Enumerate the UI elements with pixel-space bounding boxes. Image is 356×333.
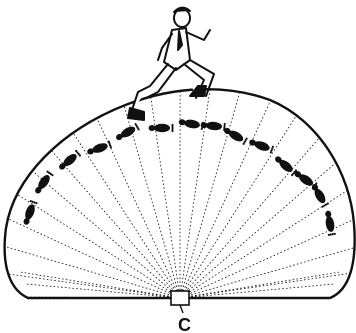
- footprint-icon: [149, 124, 174, 132]
- footprint-icon: [57, 149, 82, 172]
- footprint-icon: [114, 123, 140, 143]
- footprint-icon: [21, 200, 37, 226]
- footprint-icon: [222, 126, 248, 146]
- footprint-icon: [178, 118, 204, 131]
- footprint-icon: [200, 121, 226, 132]
- footprint-icon: [310, 182, 330, 208]
- detection-ray: [124, 106, 180, 299]
- detection-ray: [8, 219, 180, 298]
- sensor-box: [171, 291, 189, 305]
- detection-ray: [8, 274, 180, 298]
- walking-person-icon: [128, 8, 214, 120]
- detection-ray: [180, 272, 340, 298]
- detection-ray: [180, 273, 350, 298]
- footprint-icon: [248, 137, 274, 153]
- detection-ray: [180, 115, 297, 298]
- detection-ray: [73, 133, 180, 298]
- detection-ray: [180, 138, 319, 298]
- detection-ray: [17, 194, 180, 298]
- detection-ray: [180, 220, 354, 298]
- detection-ray: [20, 272, 180, 298]
- detection-ray: [51, 150, 180, 298]
- sensor-label: C: [178, 315, 191, 333]
- detection-ray: [32, 171, 180, 298]
- sensor-leader-line: [180, 305, 183, 313]
- footprint-icon: [86, 140, 112, 156]
- footprint-icon: [273, 154, 298, 177]
